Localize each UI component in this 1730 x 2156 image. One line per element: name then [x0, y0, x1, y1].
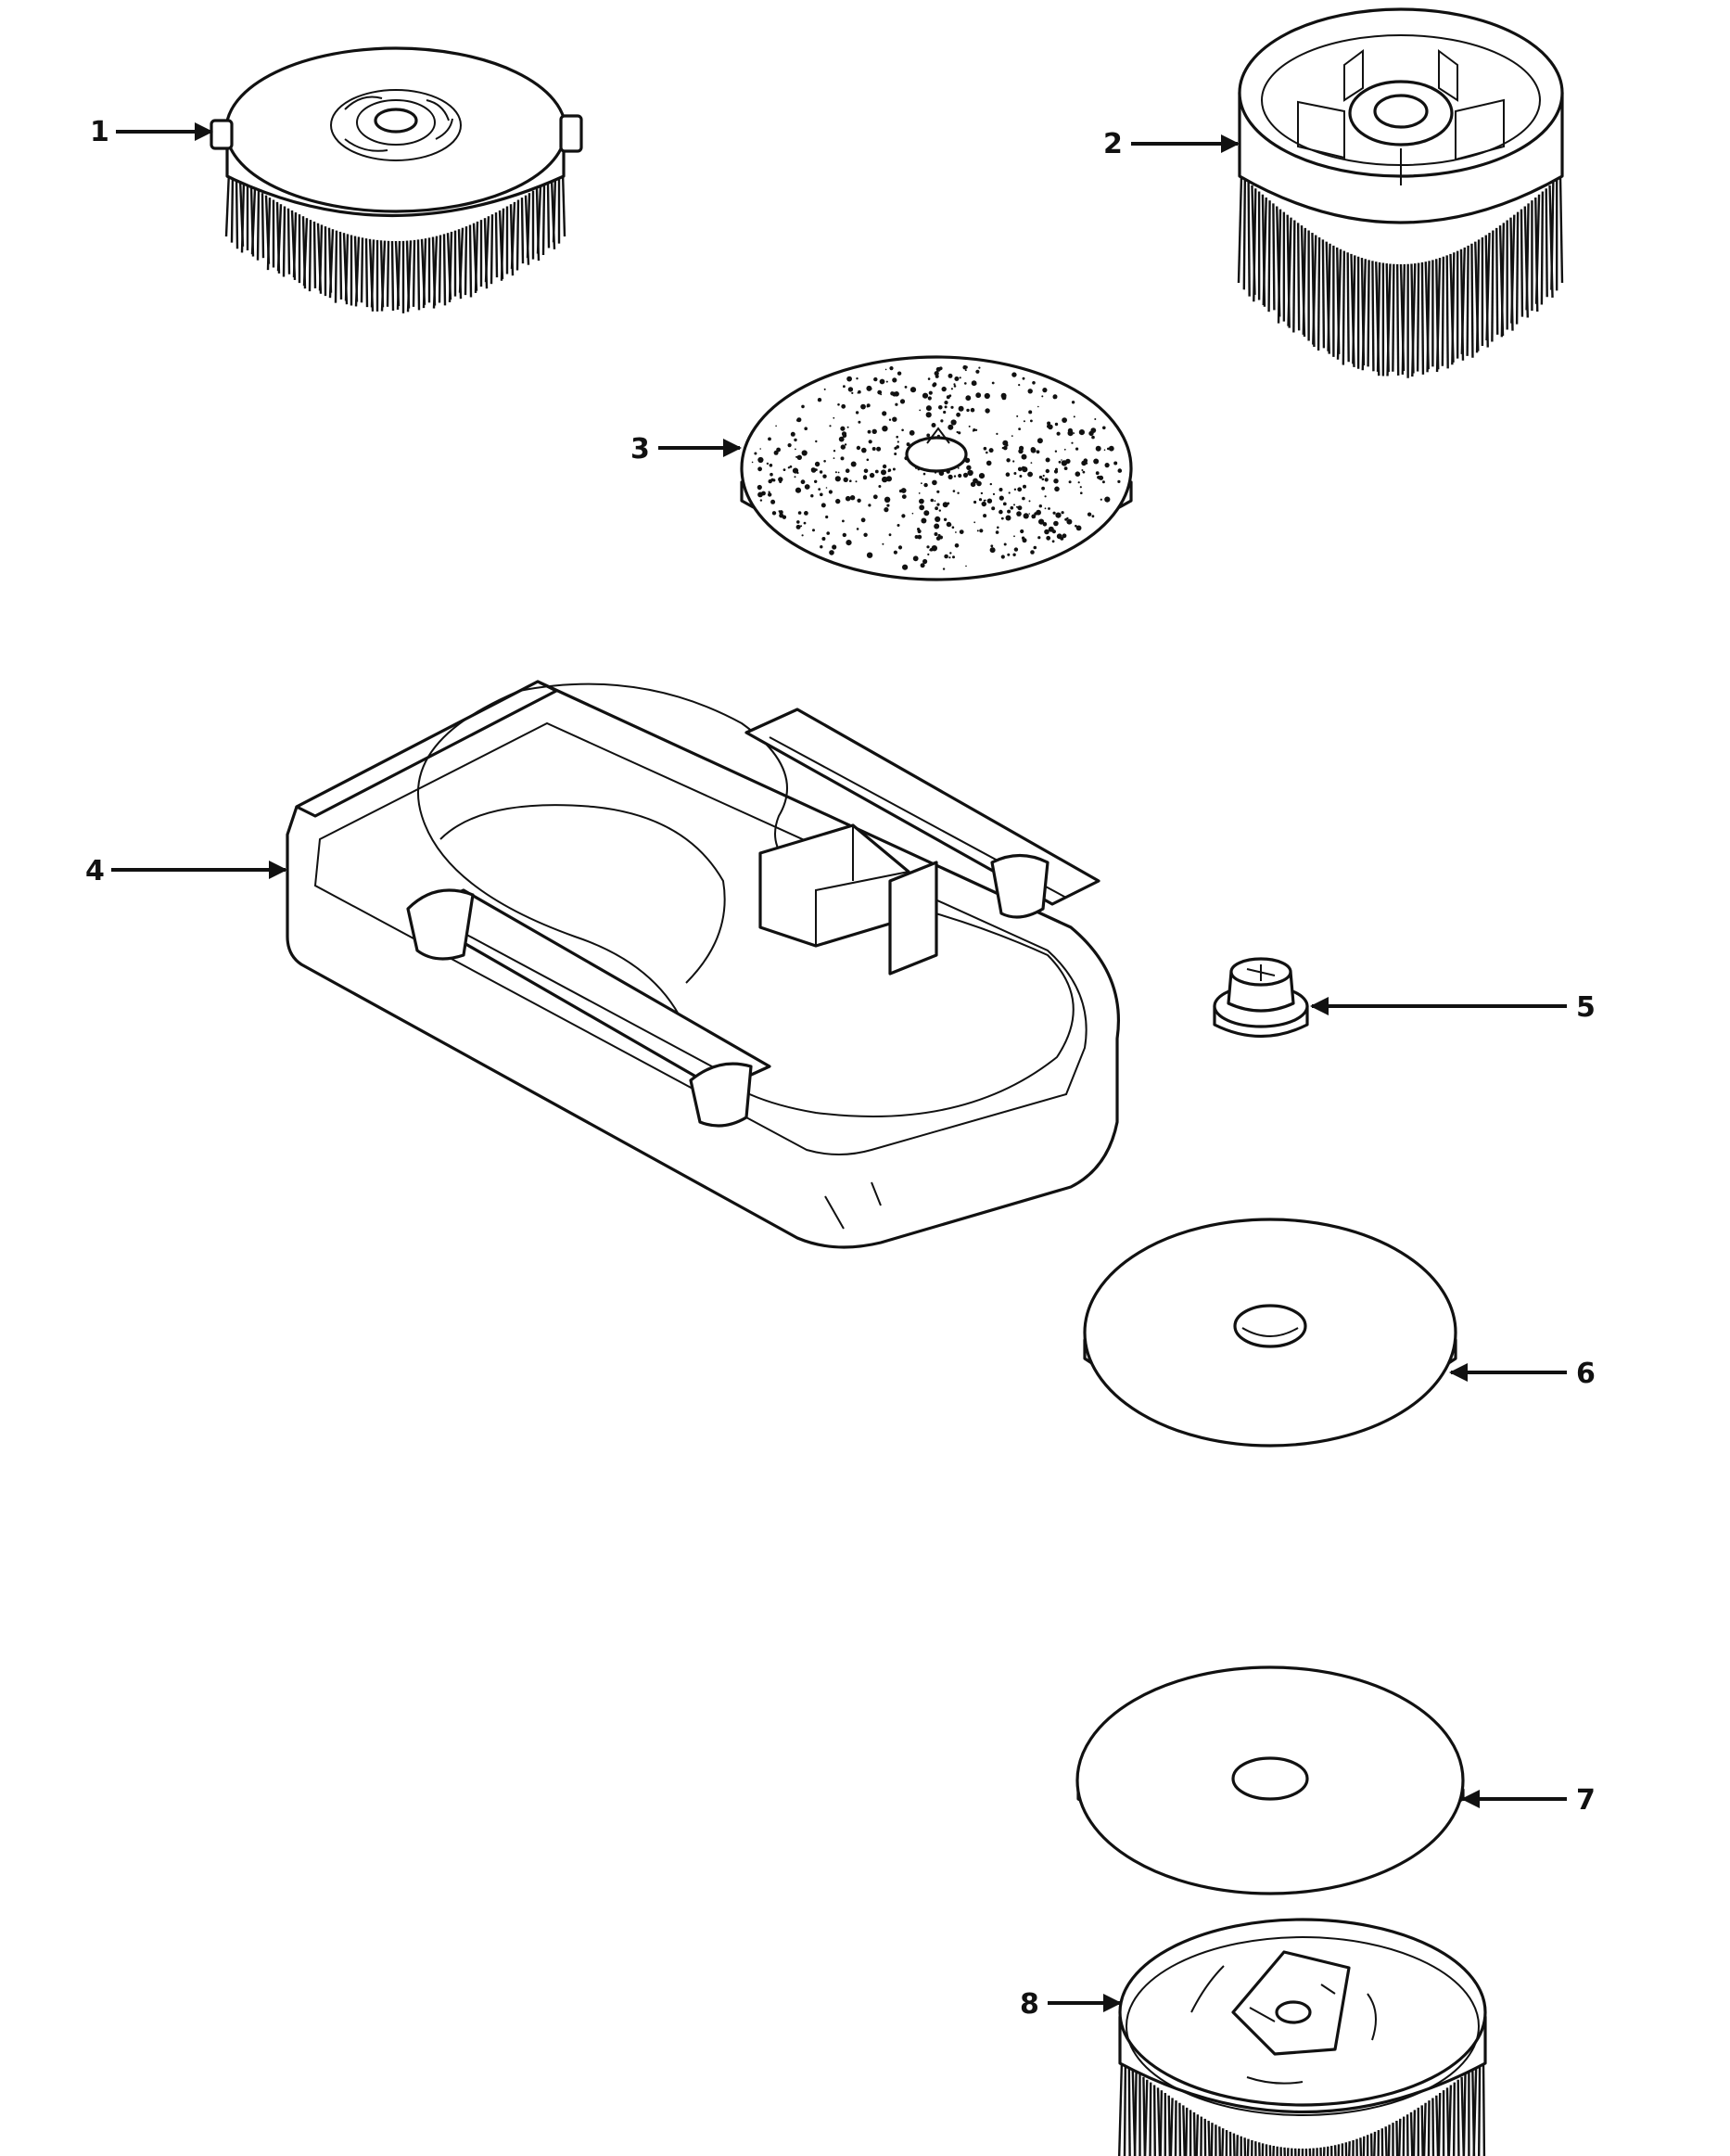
callout-6: 6: [1449, 1358, 1596, 1390]
part-2-brush-drawing: [1237, 7, 1564, 378]
part-8-brush-drawing: [1117, 1918, 1487, 2156]
part-label-7: 7: [1576, 1784, 1596, 1817]
callout-7: 7: [1461, 1784, 1596, 1817]
callout-8: 8: [1020, 1988, 1122, 2021]
part-1-brush-drawing: [210, 46, 583, 313]
callout-2: 2: [1103, 128, 1240, 160]
part-5-nut-drawing: [1213, 957, 1309, 1038]
part-label-3: 3: [630, 433, 650, 466]
part-3-pad-drawing: [740, 355, 1133, 581]
part-label-4: 4: [85, 855, 105, 887]
callout-3: 3: [630, 433, 742, 466]
part-6-pad-drawing: [1083, 1218, 1457, 1448]
part-label-2: 2: [1103, 128, 1123, 160]
part-7-disc-drawing: [1075, 1665, 1465, 1895]
part-1-bristles: [224, 171, 566, 313]
part-2-bristles: [1237, 175, 1564, 378]
part-label-6: 6: [1576, 1358, 1596, 1390]
part-8-bristles: [1117, 2060, 1486, 2156]
callout-1: 1: [90, 116, 213, 148]
callout-5: 5: [1310, 991, 1596, 1024]
part-3-pad-texture: [751, 364, 1123, 570]
part-label-1: 1: [90, 116, 109, 148]
callout-4: 4: [85, 855, 287, 887]
part-4-tray-drawing: [286, 680, 1120, 1249]
part-label-8: 8: [1020, 1988, 1039, 2021]
part-label-5: 5: [1576, 991, 1596, 1024]
